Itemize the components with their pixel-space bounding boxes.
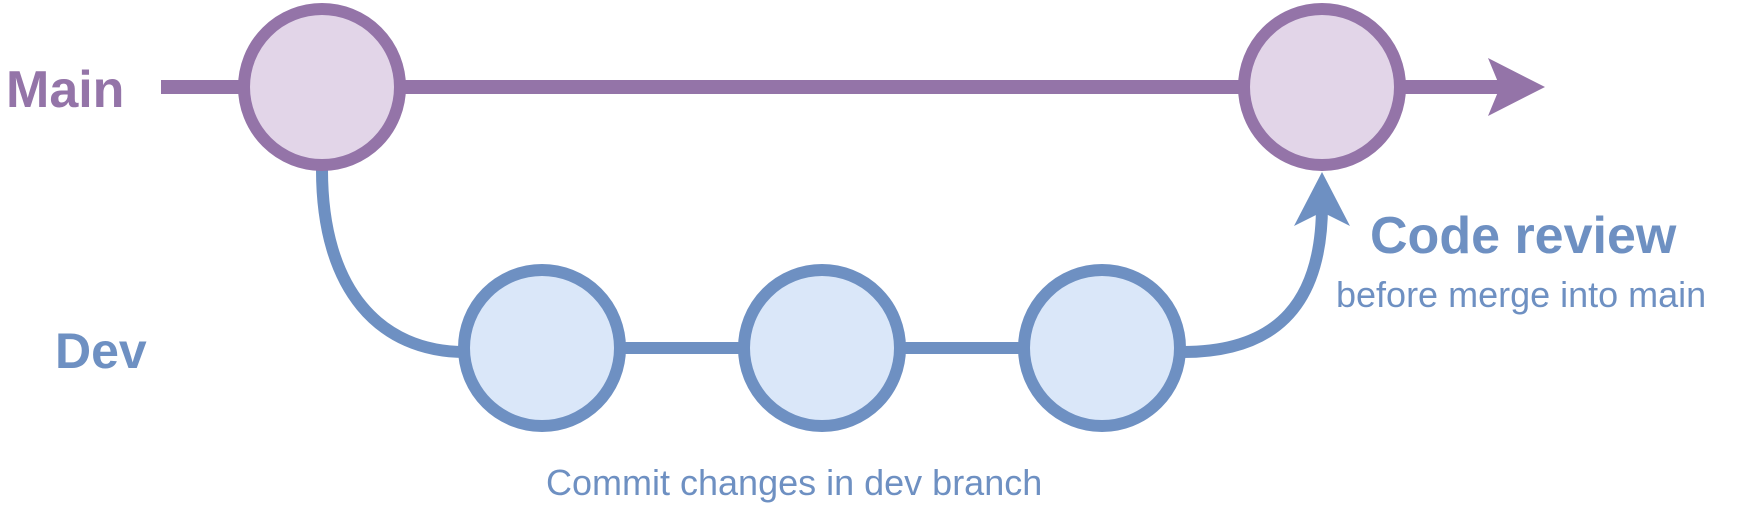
code-review-title: Code review [1370,207,1677,265]
main-commit-merge [1238,3,1406,171]
dev-commit-1 [458,264,626,432]
main-commit-start [238,3,406,171]
dev-branch-label: Dev [55,323,147,379]
merge-arrow-head [1294,172,1350,226]
branch-off-curve [316,169,466,358]
merge-curve [1182,204,1328,358]
main-arrow-head [1488,58,1545,116]
main-branch-label: Main [6,61,124,119]
dev-commit-2 [738,264,906,432]
dev-commit-3 [1018,264,1186,432]
code-review-subtitle: before merge into main [1336,274,1706,315]
dev-branch-caption: Commit changes in dev branch [546,462,1042,503]
